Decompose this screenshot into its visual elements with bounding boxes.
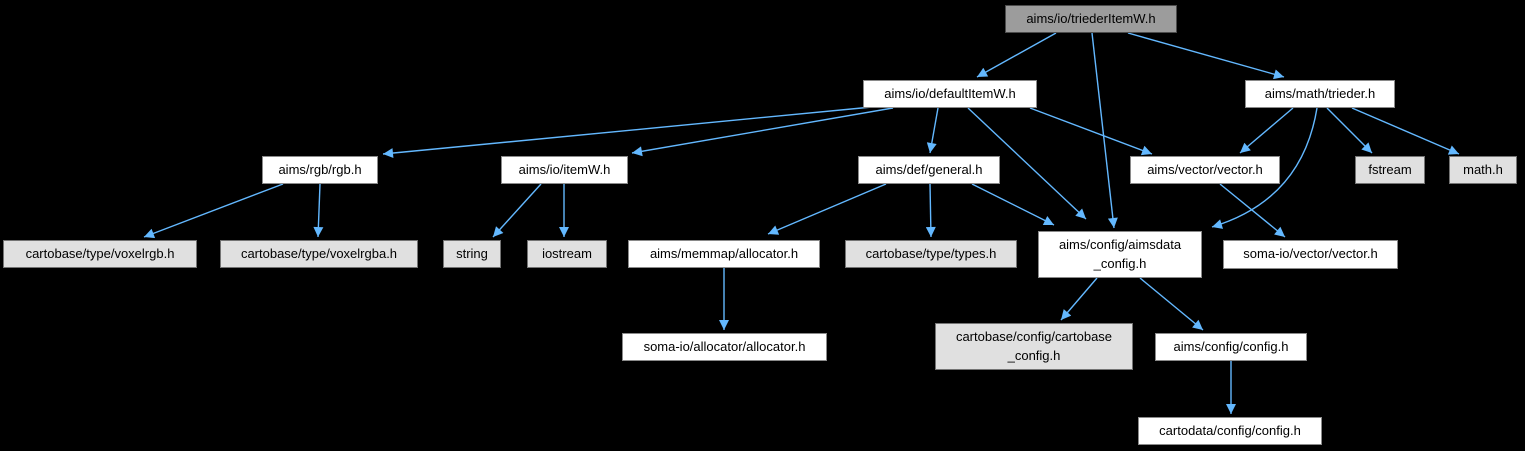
graph-node-label: cartobase/config/cartobase _config.h <box>955 329 1113 363</box>
graph-node-vector[interactable]: aims/vector/vector.h <box>1130 156 1280 184</box>
edge-group <box>143 32 1460 414</box>
include-edge-vector-to-somavector <box>1219 183 1286 238</box>
graph-node-triederItemW[interactable]: aims/io/triederItemW.h <box>1005 5 1177 33</box>
graph-node-memmap[interactable]: aims/memmap/allocator.h <box>628 240 820 268</box>
graph-node-somavector[interactable]: soma-io/vector/vector.h <box>1223 240 1398 269</box>
graph-node-label: aims/config/aimsdata _config.h <box>1058 237 1182 271</box>
include-edge-general-to-types <box>925 183 936 238</box>
graph-node-label: iostream <box>542 245 592 261</box>
graph-node-label: aims/io/triederItemW.h <box>1026 10 1156 26</box>
graph-node-label: aims/memmap/allocator.h <box>649 245 799 261</box>
graph-node-label: aims/io/defaultItemW.h <box>884 85 1016 101</box>
graph-node-fstream: fstream <box>1355 156 1425 184</box>
graph-node-label: string <box>456 245 488 261</box>
graph-node-label: aims/config/config.h <box>1173 338 1289 354</box>
graph-node-voxelrgba: cartobase/type/voxelrgba.h <box>220 240 418 268</box>
graph-node-general[interactable]: aims/def/general.h <box>858 156 1000 184</box>
include-edge-general-to-memmap <box>767 183 887 235</box>
include-edge-defaultItemW-to-aimsdata <box>967 107 1087 220</box>
graph-node-math: math.h <box>1449 156 1517 184</box>
include-edge-triederItemW-to-defaultItemW <box>976 32 1057 78</box>
graph-node-aimsconfig[interactable]: aims/config/config.h <box>1155 333 1307 361</box>
include-edge-general-to-aimsdata <box>971 183 1055 226</box>
include-edge-defaultItemW-to-rgb <box>382 106 873 159</box>
include-edge-itemW-to-string <box>492 183 542 238</box>
graph-node-defaultItemW[interactable]: aims/io/defaultItemW.h <box>863 80 1037 108</box>
graph-node-cartobaseconfig: cartobase/config/cartobase _config.h <box>935 323 1133 370</box>
include-edge-defaultItemW-to-vector <box>1029 107 1153 156</box>
graph-node-label: cartodata/config/config.h <box>1159 422 1301 438</box>
graph-node-itemW[interactable]: aims/io/itemW.h <box>501 156 628 184</box>
include-edge-defaultItemW-to-itemW <box>631 107 894 157</box>
graph-node-somaalloc[interactable]: soma-io/allocator/allocator.h <box>622 333 827 361</box>
graph-node-label: cartobase/type/types.h <box>865 245 997 261</box>
include-edge-trieder-to-aimsdata <box>1211 107 1318 229</box>
graph-node-voxelrgb: cartobase/type/voxelrgb.h <box>3 240 197 268</box>
graph-node-label: aims/math/trieder.h <box>1264 85 1376 101</box>
include-edge-trieder-to-math <box>1351 107 1460 155</box>
include-edge-rgb-to-voxelrgba <box>313 183 324 238</box>
include-edge-triederItemW-to-trieder <box>1127 32 1285 80</box>
graph-node-label: soma-io/allocator/allocator.h <box>643 338 806 354</box>
graph-node-label: math.h <box>1463 161 1503 177</box>
graph-node-label: fstream <box>1368 161 1412 177</box>
graph-node-label: aims/vector/vector.h <box>1147 161 1263 177</box>
graph-node-aimsdata[interactable]: aims/config/aimsdata _config.h <box>1038 231 1202 278</box>
graph-node-label: cartobase/type/voxelrgba.h <box>240 245 398 261</box>
graph-node-types: cartobase/type/types.h <box>845 240 1017 268</box>
graph-node-label: aims/def/general.h <box>875 161 983 177</box>
include-edge-triederItemW-to-aimsdata <box>1091 32 1118 229</box>
graph-node-rgb[interactable]: aims/rgb/rgb.h <box>262 156 378 184</box>
graph-node-label: soma-io/vector/vector.h <box>1243 246 1378 262</box>
include-edge-trieder-to-vector <box>1239 107 1294 154</box>
graph-node-iostream: iostream <box>527 240 607 268</box>
graph-node-label: aims/rgb/rgb.h <box>278 161 362 177</box>
graph-node-cartodataconfig[interactable]: cartodata/config/config.h <box>1138 417 1322 445</box>
graph-node-label: aims/io/itemW.h <box>518 161 611 177</box>
graph-node-trieder[interactable]: aims/math/trieder.h <box>1245 80 1395 108</box>
include-edge-trieder-to-fstream <box>1326 107 1373 154</box>
graph-node-string: string <box>443 240 501 268</box>
graph-node-label: cartobase/type/voxelrgb.h <box>25 245 175 261</box>
include-edge-aimsdata-to-aimsconfig <box>1139 277 1204 331</box>
include-edge-defaultItemW-to-general <box>926 107 939 154</box>
include-edge-aimsdata-to-cartobaseconfig <box>1060 277 1098 321</box>
include-edge-rgb-to-voxelrgb <box>143 183 284 239</box>
